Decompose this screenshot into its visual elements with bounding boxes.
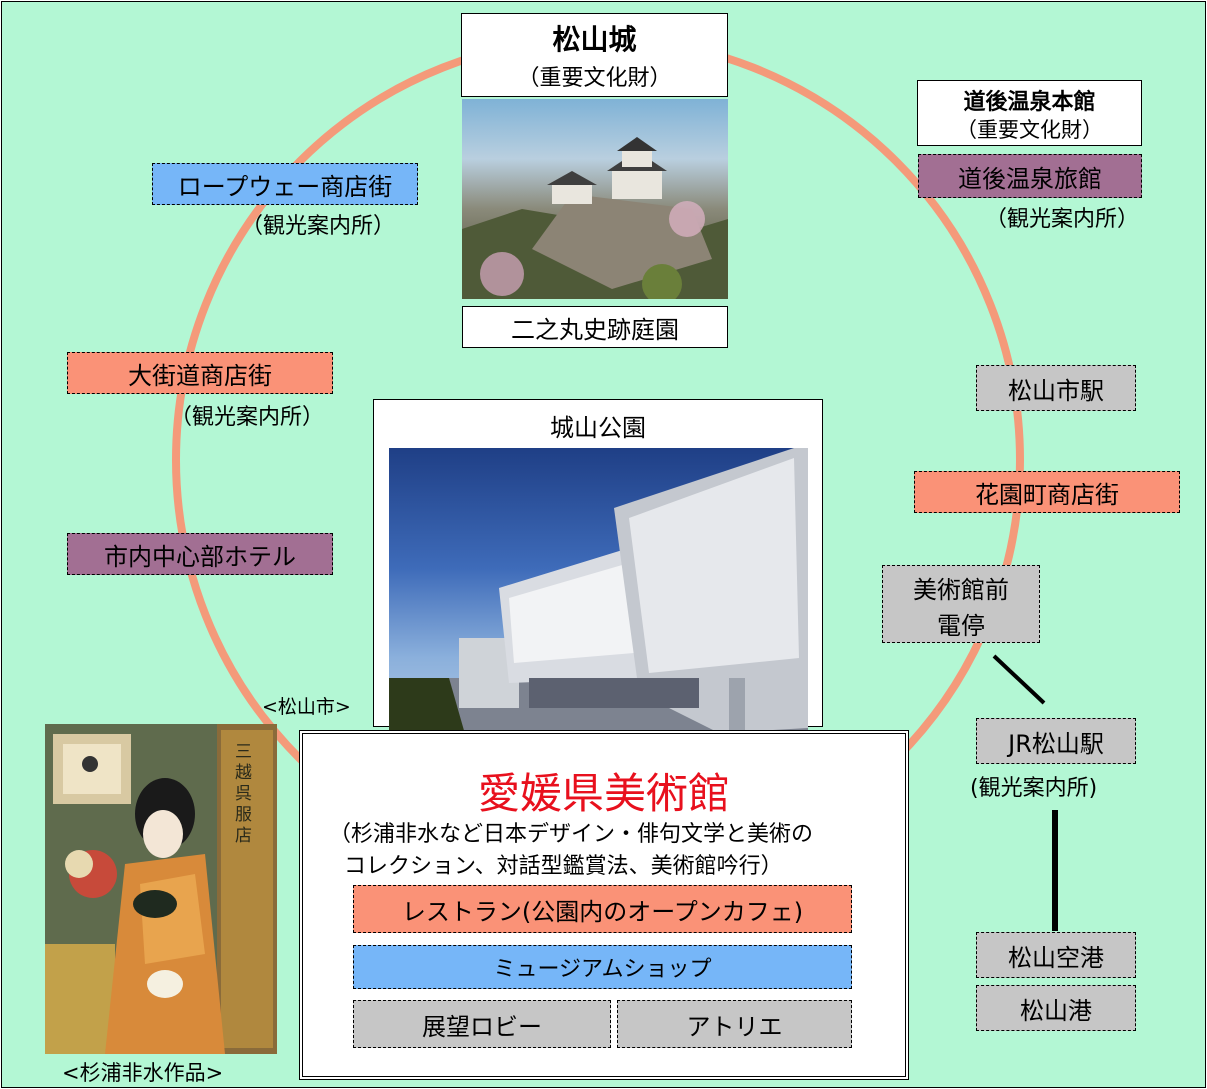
- museum-shop-box: ミュージアムショップ: [353, 945, 852, 989]
- connector-tram-jr: [992, 654, 1046, 705]
- jr-station-box: JR松山駅: [976, 718, 1136, 764]
- lobby-box: 展望ロビー: [353, 1000, 611, 1048]
- jr-info-label: (観光案内所): [970, 776, 1098, 801]
- ropeway-info-label: （観光案内所）: [241, 214, 396, 239]
- museum-photo: [389, 448, 808, 748]
- okaido-info-label: （観光案内所）: [170, 405, 325, 430]
- park-label: 城山公園: [550, 414, 646, 442]
- castle-photo: [462, 99, 728, 299]
- poster-artwork: 三越呉服店: [45, 724, 277, 1054]
- okaido-box: 大街道商店街: [67, 352, 333, 394]
- ropeway-box: ロープウェー商店街: [152, 163, 418, 205]
- castle-illustration: [462, 137, 728, 299]
- poster-caption: <杉浦非水作品>: [62, 1061, 224, 1085]
- airport-box: 松山空港: [976, 932, 1136, 978]
- matsuyama-shieki-box: 松山市駅: [976, 365, 1136, 411]
- castle-box: 松山城 （重要文化財）: [461, 13, 728, 97]
- tram-stop-line2: 電停: [937, 612, 985, 640]
- restaurant-box: レストラン(公園内のオープンカフェ): [353, 885, 852, 933]
- castle-title: 松山城: [552, 23, 637, 56]
- poster-illustration: [45, 724, 277, 1054]
- dogo-subtitle: （重要文化財）: [956, 118, 1103, 142]
- atelier-box: アトリエ: [617, 1000, 852, 1048]
- museum-title: 愛媛県美術館: [477, 769, 730, 818]
- dogo-ryokan-box: 道後温泉旅館: [918, 154, 1142, 198]
- museum-building-illustration: [389, 448, 808, 748]
- hotel-box: 市内中心部ホテル: [67, 533, 333, 575]
- poster-vertical-text: 三越呉服店: [235, 742, 252, 846]
- tram-stop-box: 美術館前 電停: [882, 565, 1040, 643]
- city-label: <松山市>: [262, 696, 351, 718]
- dogo-box: 道後温泉本館 （重要文化財）: [917, 80, 1142, 146]
- dogo-info-label: （観光案内所）: [985, 207, 1140, 232]
- dogo-title: 道後温泉本館: [963, 90, 1096, 115]
- port-box: 松山港: [976, 985, 1136, 1031]
- tram-stop-line1: 美術館前: [913, 576, 1009, 604]
- hanazono-box: 花園町商店街: [914, 471, 1180, 513]
- castle-subtitle: （重要文化財）: [517, 66, 672, 91]
- museum-description-line2: コレクション、対話型鑑賞法、美術館吟行）: [344, 854, 783, 879]
- garden-box: 二之丸史跡庭園: [462, 306, 728, 348]
- museum-description-line1: （杉浦非水など日本デザイン・俳句文学と美術の: [329, 822, 814, 847]
